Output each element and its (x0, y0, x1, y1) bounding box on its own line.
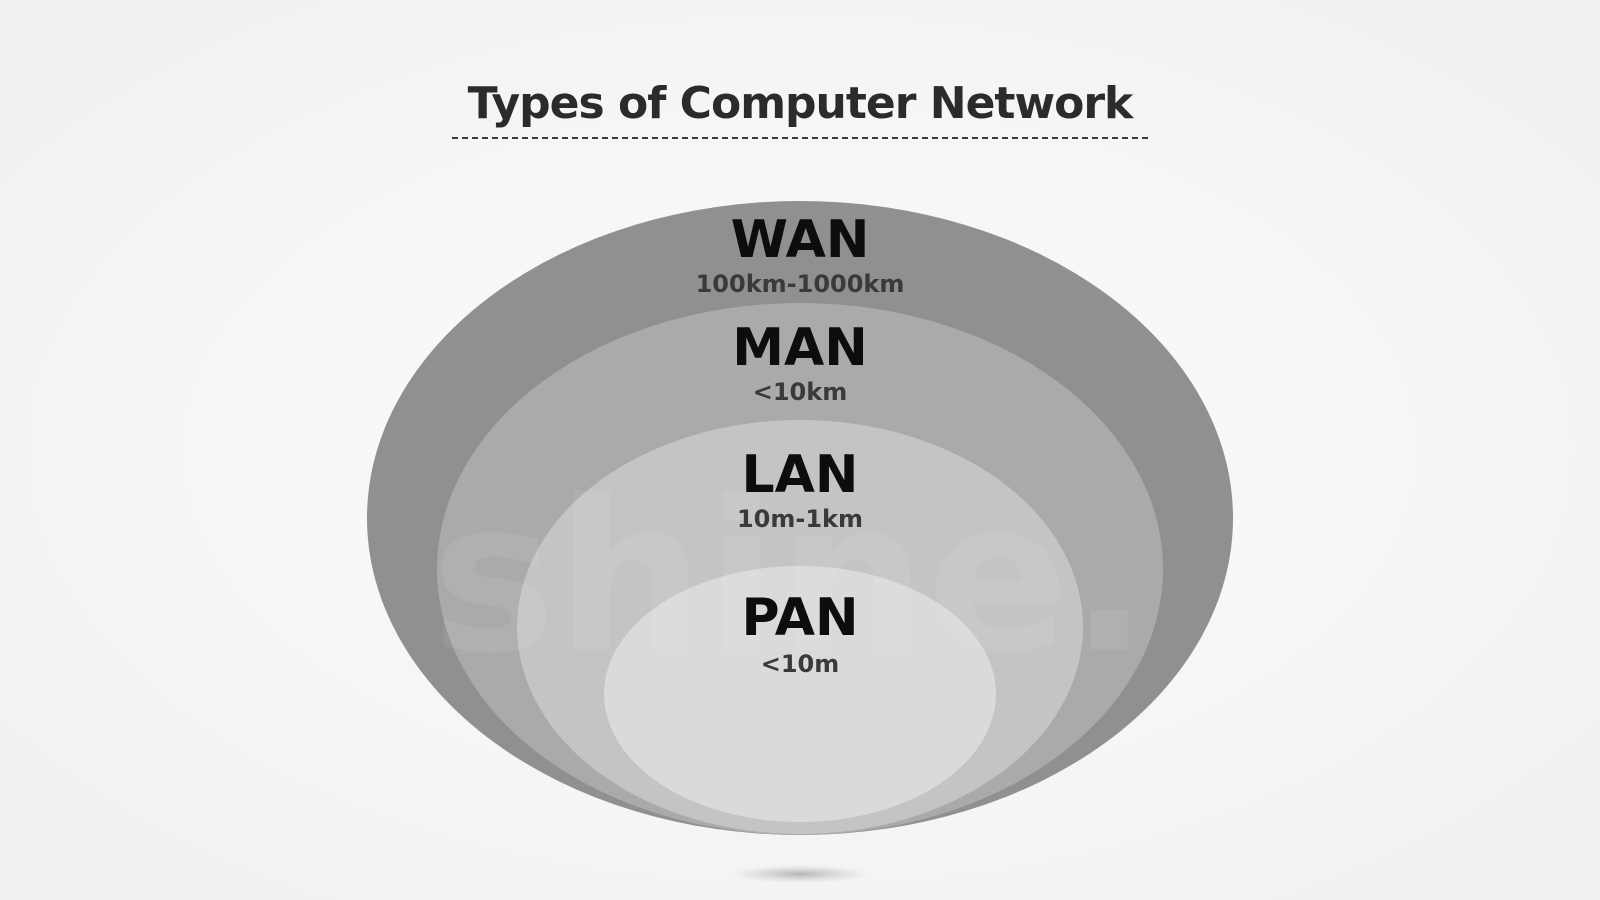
pan-label: PAN (741, 588, 859, 648)
diagram-title: Types of Computer Network (467, 78, 1134, 129)
man-range: <10km (752, 378, 848, 406)
watermark: shine. (431, 455, 1149, 700)
title-underline (452, 137, 1148, 139)
ground-shadow (730, 865, 870, 883)
pan-range: <10m (760, 650, 840, 678)
man-label: MAN (732, 318, 868, 378)
lan-range: 10m-1km (736, 505, 864, 533)
wan-range: 100km-1000km (695, 270, 905, 298)
wan-label: WAN (730, 210, 870, 270)
pan-ellipse (604, 566, 996, 822)
lan-label: LAN (741, 445, 859, 505)
